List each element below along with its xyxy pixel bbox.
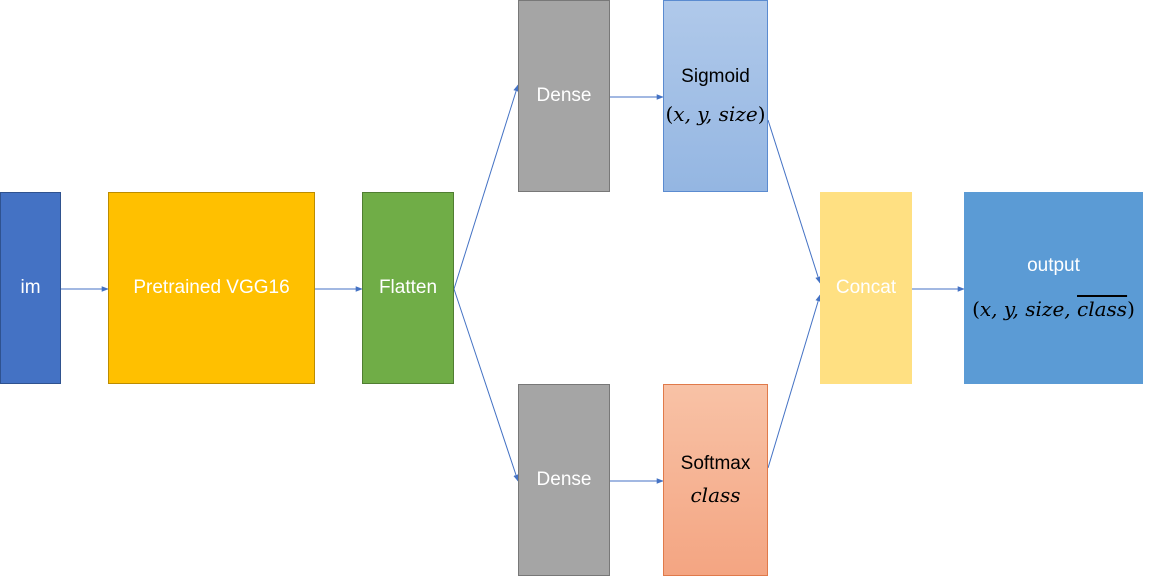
output-formula-overline-class: class [1077,297,1128,321]
node-output: output (x, y, size, class) [964,192,1143,384]
node-flatten: Flatten [362,192,454,384]
arrow-flatten-to-dense-top [453,84,519,290]
node-output-formula: (x, y, size, class) [972,297,1135,321]
node-output-label: output [1027,255,1080,276]
node-softmax-formula: class [690,483,741,507]
node-vgg-label: Pretrained VGG16 [133,277,290,298]
node-dense-bottom: Dense [518,384,610,576]
node-sigmoid-formula: (x, y, size) [665,102,766,126]
arrow-softmax-to-concat [767,294,821,469]
node-concat-label: Concat [835,277,897,298]
sigmoid-formula-text: x, y, size [673,102,758,126]
arrow-flatten-to-dense-bottom [453,288,519,482]
node-im: im [0,192,61,384]
node-softmax: Softmax class [663,384,768,576]
node-sigmoid: Sigmoid (x, y, size) [663,0,768,192]
node-sigmoid-label: Sigmoid [681,66,750,87]
node-softmax-label: Softmax [680,453,751,474]
node-dense-bottom-label: Dense [536,469,592,490]
node-flatten-label: Flatten [378,277,438,298]
output-formula-text: x, y, size, [979,297,1078,321]
arrow-sigmoid-to-concat [767,119,821,284]
node-pretrained-vgg16: Pretrained VGG16 [108,192,315,384]
node-dense-top-label: Dense [536,85,592,106]
node-dense-top: Dense [518,0,610,192]
node-im-label: im [20,277,41,298]
node-concat: Concat [820,192,912,384]
